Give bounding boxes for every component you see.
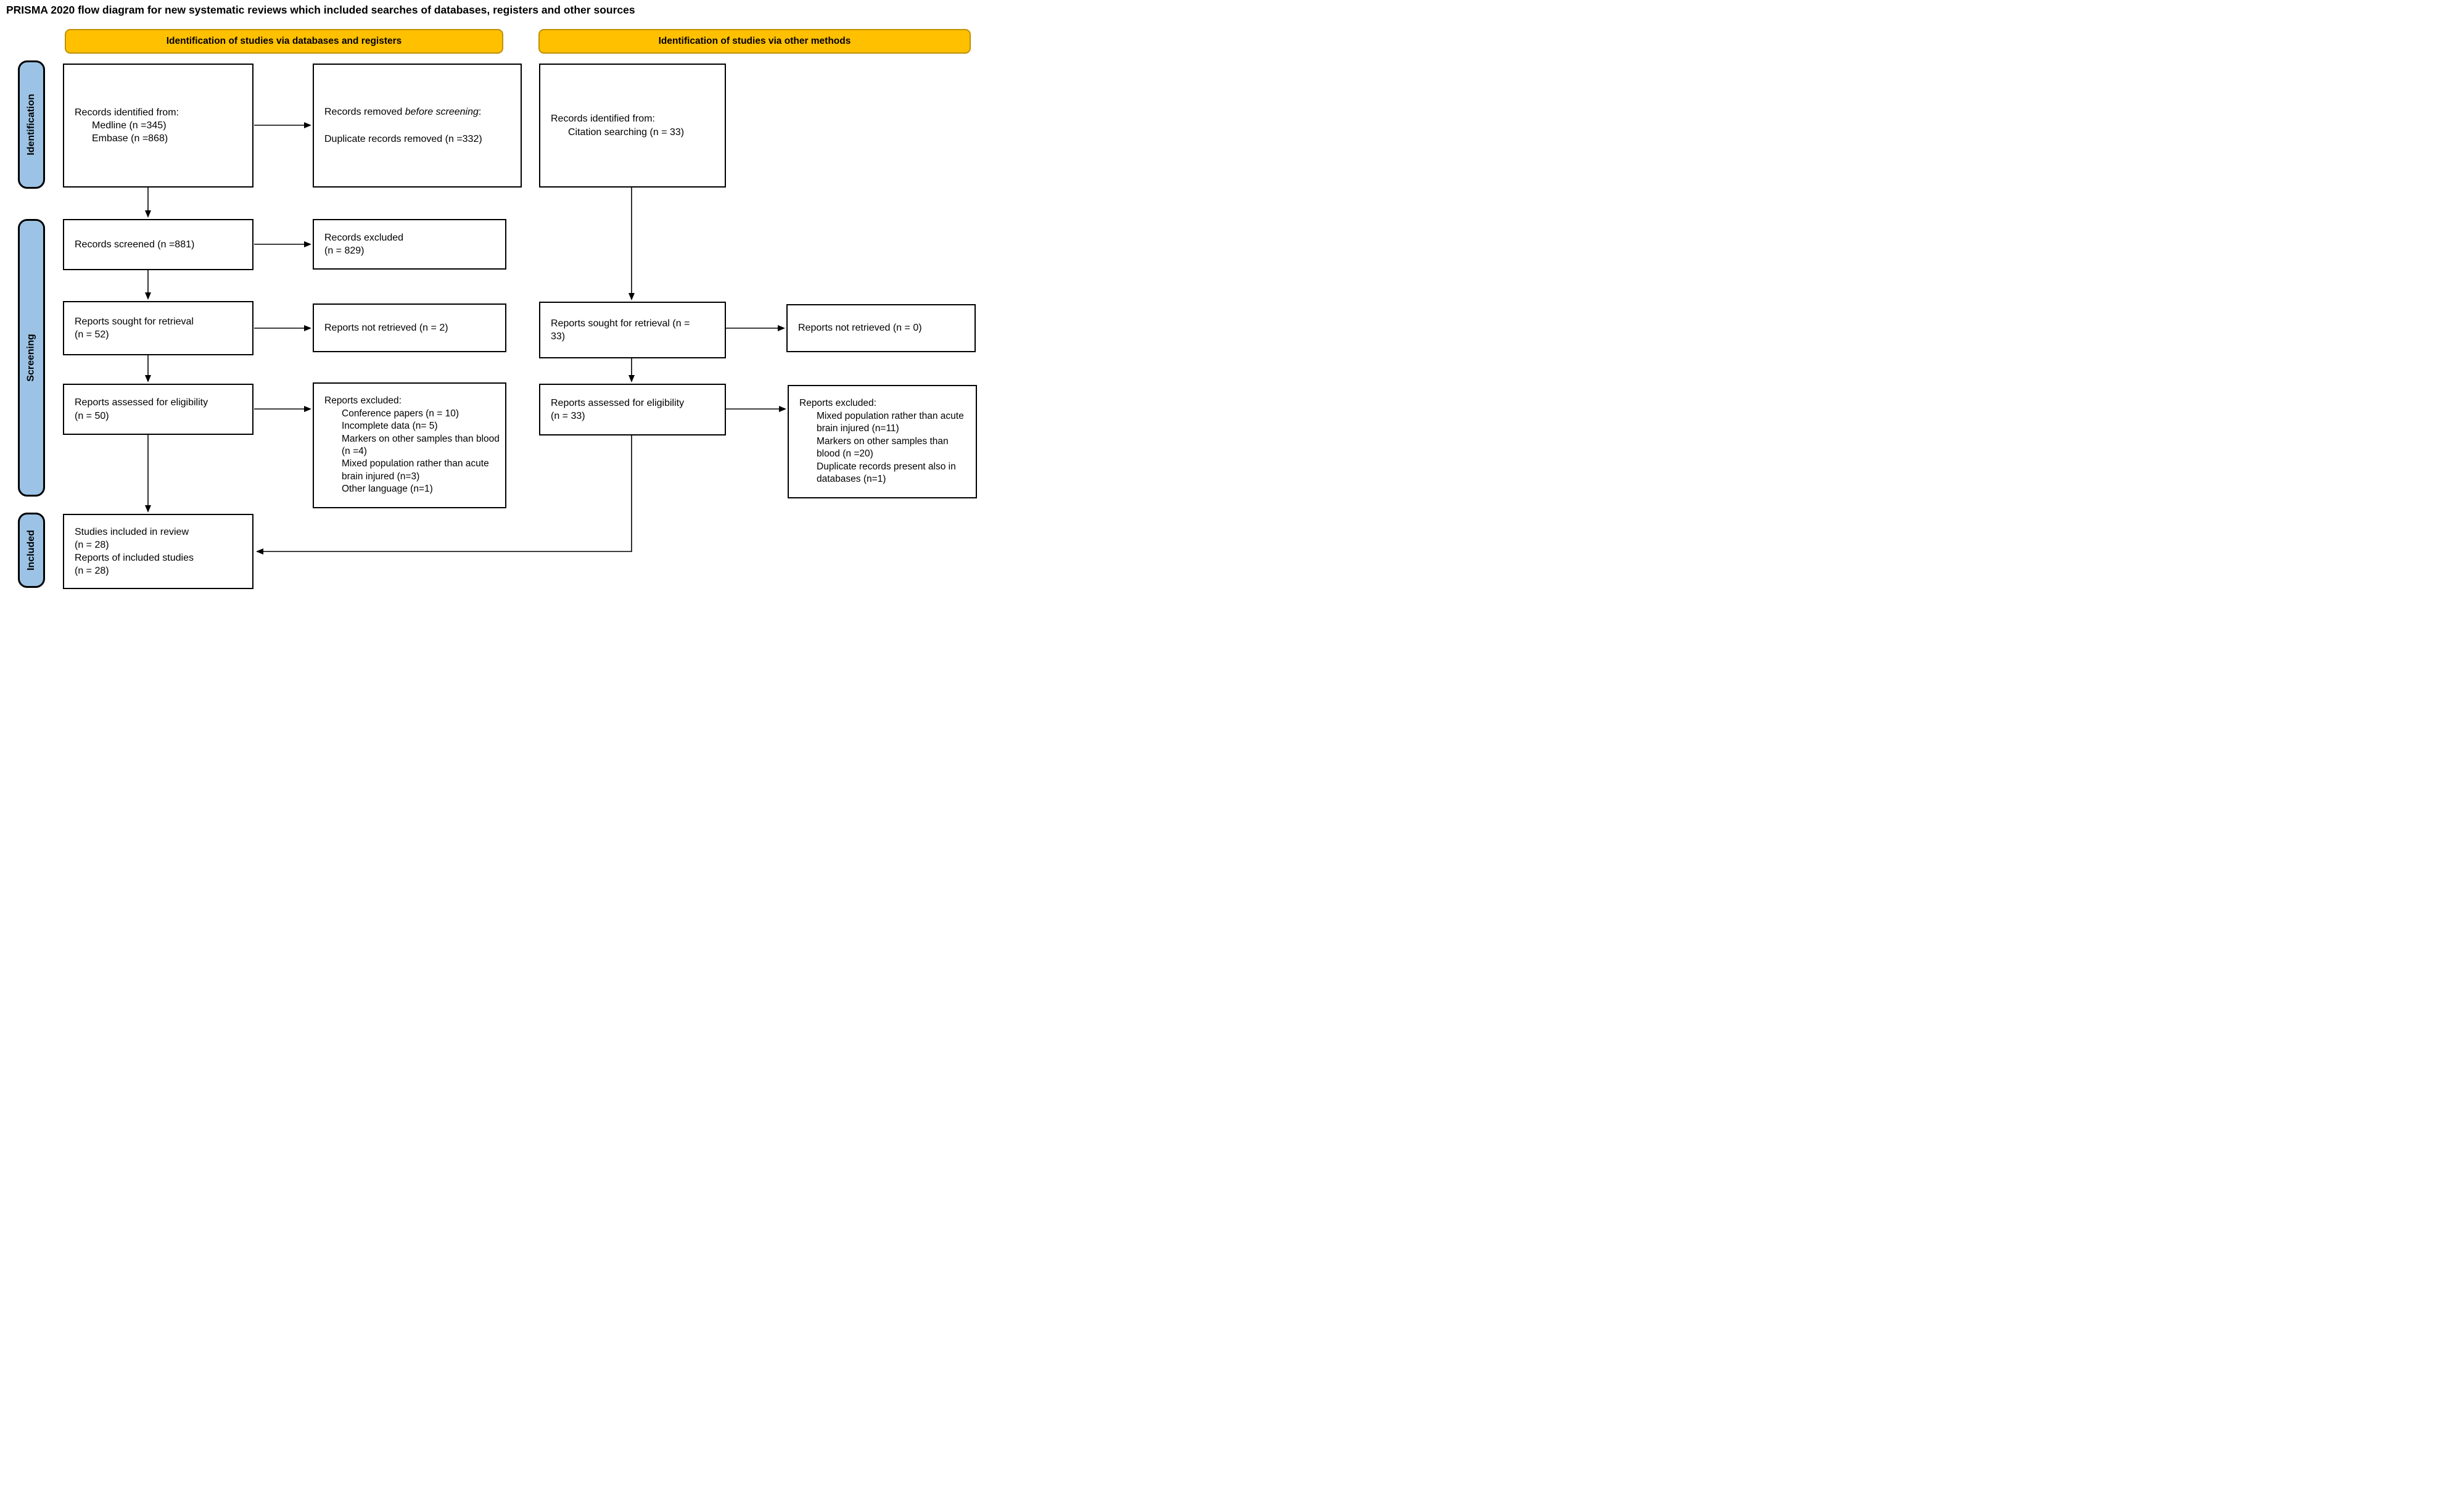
box-records-screened: Records screened (n =881) <box>63 219 253 270</box>
box-reports-sought-databases: Reports sought for retrieval (n = 52) <box>63 301 253 355</box>
box-records-identified-other: Records identified from: Citation search… <box>539 64 726 188</box>
box-reports-assessed-other: Reports assessed for eligibility (n = 33… <box>539 384 726 435</box>
reports-not-retrieved-other-line: Reports not retrieved (n = 0) <box>798 323 922 334</box>
reports-excluded-db-item: Markers on other samples than blood (n =… <box>342 433 500 456</box>
records-removed-prefix: Records removed <box>324 107 405 118</box>
sidebar-screening-label: Screening <box>26 334 37 382</box>
box-reports-excluded-other: Reports excluded: Mixed population rathe… <box>788 385 977 498</box>
studies-included-line1: Studies included in review <box>75 526 189 537</box>
records-identified-medline: Medline (n =345) <box>92 120 167 131</box>
reports-excluded-db-item: Incomplete data (n= 5) <box>342 421 438 432</box>
records-excluded-line1: Records excluded <box>324 232 404 243</box>
reports-not-retrieved-db-line: Reports not retrieved (n = 2) <box>324 322 448 333</box>
box-reports-assessed-databases: Reports assessed for eligibility (n = 50… <box>63 384 253 435</box>
studies-included-line2: (n = 28) <box>75 539 109 550</box>
records-removed-emphasis: before screening <box>405 107 479 118</box>
reports-excluded-db-header: Reports excluded: <box>324 395 402 407</box>
reports-excluded-other-item: Markers on other samples than blood (n =… <box>817 435 949 460</box>
records-excluded-line2: (n = 829) <box>324 246 365 256</box>
reports-excluded-db-item: Mixed population rather than acute brain… <box>342 458 489 482</box>
reports-excluded-db-item: Conference papers (n = 10) <box>342 408 459 419</box>
box-reports-sought-other: Reports sought for retrieval (n = 33) <box>539 302 726 358</box>
studies-included-line3: Reports of included studies <box>75 553 194 563</box>
box-studies-included: Studies included in review (n = 28) Repo… <box>63 514 253 589</box>
records-removed-heading: Records removed before screening: <box>324 105 516 118</box>
reports-sought-db-line2: (n = 52) <box>75 329 109 340</box>
sidebar-included-label: Included <box>26 530 36 571</box>
reports-sought-other-line1: Reports sought for retrieval (n = <box>551 318 690 329</box>
box-reports-excluded-databases: Reports excluded: Conference papers (n =… <box>313 382 506 508</box>
duplicate-records-removed-line: Duplicate records removed (n =332) <box>324 133 482 144</box>
box-reports-not-retrieved-other: Reports not retrieved (n = 0) <box>786 304 976 352</box>
sidebar-phase-identification: Identification <box>18 60 45 189</box>
column-header-databases-registers: Identification of studies via databases … <box>65 29 503 54</box>
sidebar-phase-screening: Screening <box>18 219 45 497</box>
reports-assessed-db-line1: Reports assessed for eligibility <box>75 397 208 408</box>
column-header-other-methods: Identification of studies via other meth… <box>538 29 971 54</box>
records-screened-line: Records screened (n =881) <box>75 239 195 250</box>
reports-assessed-other-line1: Reports assessed for eligibility <box>551 397 685 408</box>
records-identified-other-line: Records identified from: <box>551 114 655 125</box>
reports-excluded-other-item: Mixed population rather than acute brain… <box>817 410 964 434</box>
box-reports-not-retrieved-databases: Reports not retrieved (n = 2) <box>313 303 506 352</box>
citation-searching-line: Citation searching (n = 33) <box>568 126 685 138</box>
reports-assessed-db-line2: (n = 50) <box>75 410 109 421</box>
box-records-excluded: Records excluded (n = 829) <box>313 219 506 270</box>
reports-excluded-other-header: Reports excluded: <box>799 398 876 409</box>
reports-sought-other-line2: 33) <box>551 331 566 342</box>
records-identified-embase: Embase (n =868) <box>92 133 168 144</box>
box-records-removed-before-screening: Records removed before screening: Duplic… <box>313 64 522 188</box>
prisma-flow-diagram: PRISMA 2020 flow diagram for new systema… <box>0 0 986 595</box>
reports-assessed-other-line2: (n = 33) <box>551 411 585 421</box>
box-records-identified-databases: Records identified from: Medline (n =345… <box>63 64 253 188</box>
studies-included-line4: (n = 28) <box>75 566 109 577</box>
page-title: PRISMA 2020 flow diagram for new systema… <box>6 4 635 16</box>
sidebar-identification-label: Identification <box>26 94 36 155</box>
reports-excluded-db-item: Other language (n=1) <box>342 484 433 495</box>
column-header-other-label: Identification of studies via other meth… <box>658 36 851 46</box>
records-removed-suffix: : <box>478 107 482 118</box>
column-header-databases-label: Identification of studies via databases … <box>166 36 402 46</box>
reports-excluded-other-item: Duplicate records present also in databa… <box>817 461 956 485</box>
records-identified-line: Records identified from: <box>75 107 179 118</box>
sidebar-phase-included: Included <box>18 513 45 588</box>
reports-sought-db-line1: Reports sought for retrieval <box>75 316 194 327</box>
